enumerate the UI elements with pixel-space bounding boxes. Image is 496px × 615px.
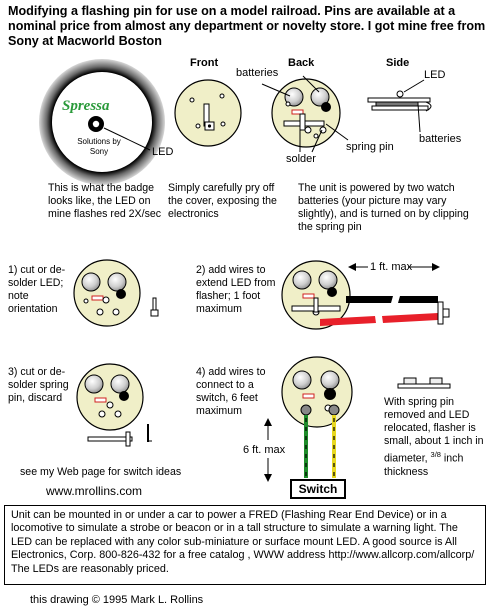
result-note-fraction: 3/8 xyxy=(430,450,441,459)
back-heading: Back xyxy=(288,57,315,69)
badge-line2: Sony xyxy=(89,147,109,156)
back-chip xyxy=(321,102,331,112)
front-heading: Front xyxy=(190,57,219,69)
side-view-drawing xyxy=(367,79,432,133)
solder-label: solder xyxy=(286,153,316,165)
badge-tagline: Solutions by Sony xyxy=(68,137,130,157)
step2-drawing xyxy=(281,260,450,330)
black-wire-right xyxy=(398,296,438,303)
step2-text: 2) add wires to extend LED from flasher;… xyxy=(196,264,276,315)
badge-caption: This is what the badge looks like, the L… xyxy=(48,182,162,220)
six-ft-max-label: 6 ft. max xyxy=(243,444,286,456)
result-note-post: inch thickness xyxy=(384,452,464,478)
step2-relocated-led xyxy=(437,301,444,325)
back-view-drawing xyxy=(261,75,349,153)
side-led xyxy=(396,90,404,98)
badge-led xyxy=(92,120,100,128)
web-url[interactable]: www.mrollins.com xyxy=(46,484,143,498)
back-battery-1 xyxy=(284,87,304,107)
badge-brand: Spressa xyxy=(62,98,110,114)
side-spring-pin xyxy=(371,105,429,111)
spring-pin-label: spring pin xyxy=(346,141,394,153)
badge-line1: Solutions by xyxy=(77,137,121,146)
red-wire-left xyxy=(320,316,376,326)
web-note: see my Web page for switch ideas xyxy=(20,466,182,478)
back-caption: The unit is powered by two watch batteri… xyxy=(298,182,469,233)
front-view-drawing xyxy=(174,79,242,147)
side-led-label: LED xyxy=(424,69,446,81)
one-ft-max-label: 1 ft. max xyxy=(370,261,413,273)
credit: this drawing © 1995 Mark L. Rollins xyxy=(30,594,204,606)
side-heading: Side xyxy=(386,57,410,69)
back-board xyxy=(271,78,341,148)
badge-led-leader xyxy=(103,127,151,151)
front-caption: Simply carefully pry off the cover, expo… xyxy=(168,182,277,220)
step4-text: 4) add wires to connect to a switch, 6 f… xyxy=(196,366,266,417)
batteries-label: batteries xyxy=(236,67,279,79)
step1-text: 1) cut or de-solder LED; note orientatio… xyxy=(8,264,66,315)
step3-drawing xyxy=(76,363,152,447)
small-flasher-drawing xyxy=(397,377,451,389)
step1-drawing xyxy=(73,259,159,327)
result-note-pre: With spring pin removed and LED relocate… xyxy=(384,396,484,465)
side-batteries xyxy=(375,101,419,107)
black-wire-left xyxy=(346,296,393,303)
red-wire-right xyxy=(382,313,438,323)
badge-drawing xyxy=(39,59,165,185)
removed-spring-pin xyxy=(87,436,133,442)
side-batteries-label: batteries xyxy=(419,133,462,145)
bottom-notes-box: Unit can be mounted in or under a car to… xyxy=(4,505,486,585)
step3-text: 3) cut or de-solder spring pin, discard xyxy=(8,366,69,404)
result-note: With spring pin removed and LED relocate… xyxy=(384,396,488,479)
step4-drawing xyxy=(264,356,353,482)
led-label: LED xyxy=(152,146,174,158)
back-resistor xyxy=(291,109,304,115)
switch-box: Switch xyxy=(290,479,346,499)
side-board xyxy=(367,97,431,103)
back-battery-2 xyxy=(310,87,330,107)
page-title: Modifying a flashing pin for use on a mo… xyxy=(8,4,486,48)
